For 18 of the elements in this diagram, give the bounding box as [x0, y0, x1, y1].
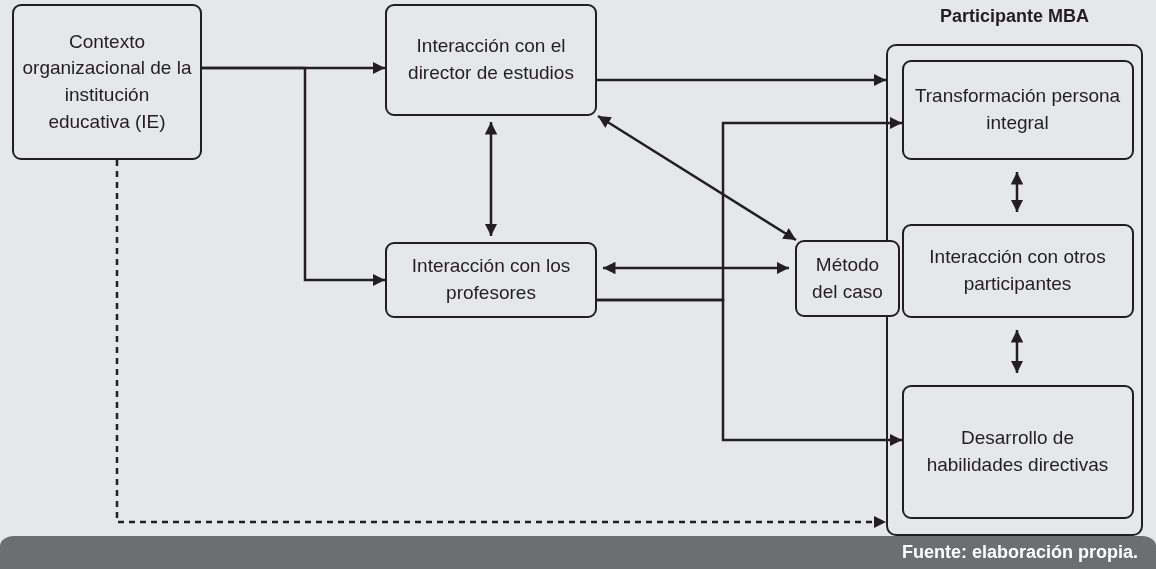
process-box: Desarrollo de habilidades directivas — [901, 384, 1134, 519]
arrow — [597, 298, 902, 447]
process-box: Interacción con los profesores — [385, 242, 597, 318]
arrow — [597, 73, 886, 87]
arrow — [202, 66, 385, 287]
process-box: Interacción con otros participantes — [901, 223, 1134, 318]
arrow — [1010, 330, 1024, 373]
arrow — [1010, 172, 1024, 212]
arrow — [603, 261, 789, 275]
arrow — [484, 122, 498, 236]
arrow — [597, 114, 797, 242]
caption: Fuente: elaboración propia. — [901, 542, 1138, 563]
dashed-arrow — [115, 160, 886, 529]
process-box: Método del caso — [795, 240, 900, 317]
process-box: Contexto organizacional de la institución educativa (IE) — [12, 4, 202, 160]
process-box: Transformación persona integral — [901, 59, 1134, 160]
group-heading: Participante MBA — [939, 6, 1090, 27]
process-box: Interacción con el director de estudios — [385, 4, 597, 116]
